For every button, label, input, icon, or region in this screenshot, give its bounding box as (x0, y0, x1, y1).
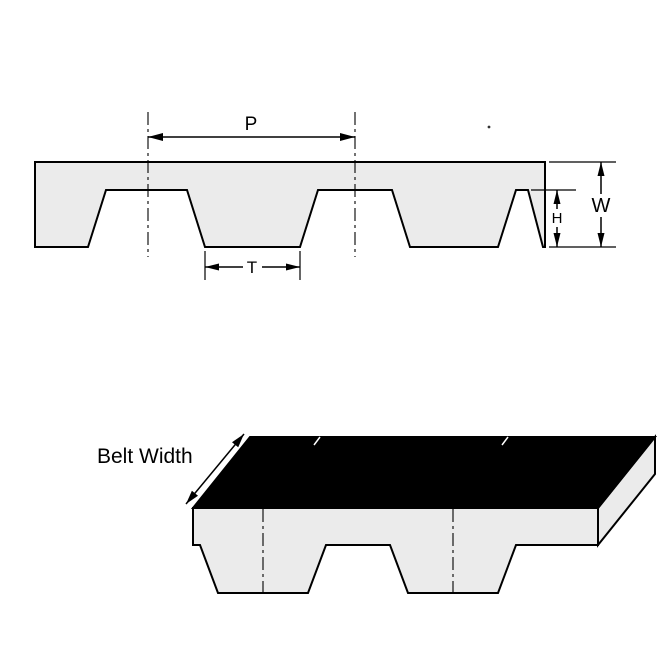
stray-mark (487, 125, 491, 129)
belt-width-arrowhead-top (232, 434, 244, 448)
isometric-view: Belt Width (97, 433, 658, 594)
belt-width-arrow-line (185, 433, 245, 505)
belt-top-surface (190, 436, 658, 509)
tooth-height-label: H (552, 210, 563, 227)
tooth-height-arrow-top (553, 190, 561, 204)
belt-width-label: Belt Width (97, 445, 193, 468)
tooth-height-label-bg (548, 209, 566, 227)
dimension-pitch: P (148, 114, 355, 141)
pitch-arrow-right (340, 133, 355, 141)
profile-view: P T H W (34, 112, 616, 280)
belt-thickness-arrow-top (597, 162, 605, 176)
dimension-belt-thickness: W (586, 162, 616, 247)
belt-thickness-label: W (592, 195, 611, 217)
tooth-width-arrow-right (286, 263, 300, 271)
belt-thickness-label-bg (586, 194, 616, 217)
top-surface-tick-right (501, 436, 509, 446)
dimension-tooth-height: H (548, 190, 566, 247)
dimension-tooth-width: T (204, 251, 301, 280)
tooth-width-label-bg (243, 256, 262, 277)
tooth-width-arrow-left (205, 263, 219, 271)
tooth-height-arrow-bottom (553, 233, 561, 247)
belt-width-annotation: Belt Width (97, 433, 245, 505)
top-surface-tick-left (313, 436, 321, 446)
belt-front-face (192, 507, 599, 594)
pitch-label: P (245, 114, 258, 135)
pitch-arrow-left (148, 133, 163, 141)
belt-profile-shape (34, 161, 546, 248)
tooth-width-label: T (247, 258, 257, 277)
belt-width-arrowhead-bottom (186, 490, 198, 504)
belt-thickness-arrow-bottom (597, 233, 605, 247)
